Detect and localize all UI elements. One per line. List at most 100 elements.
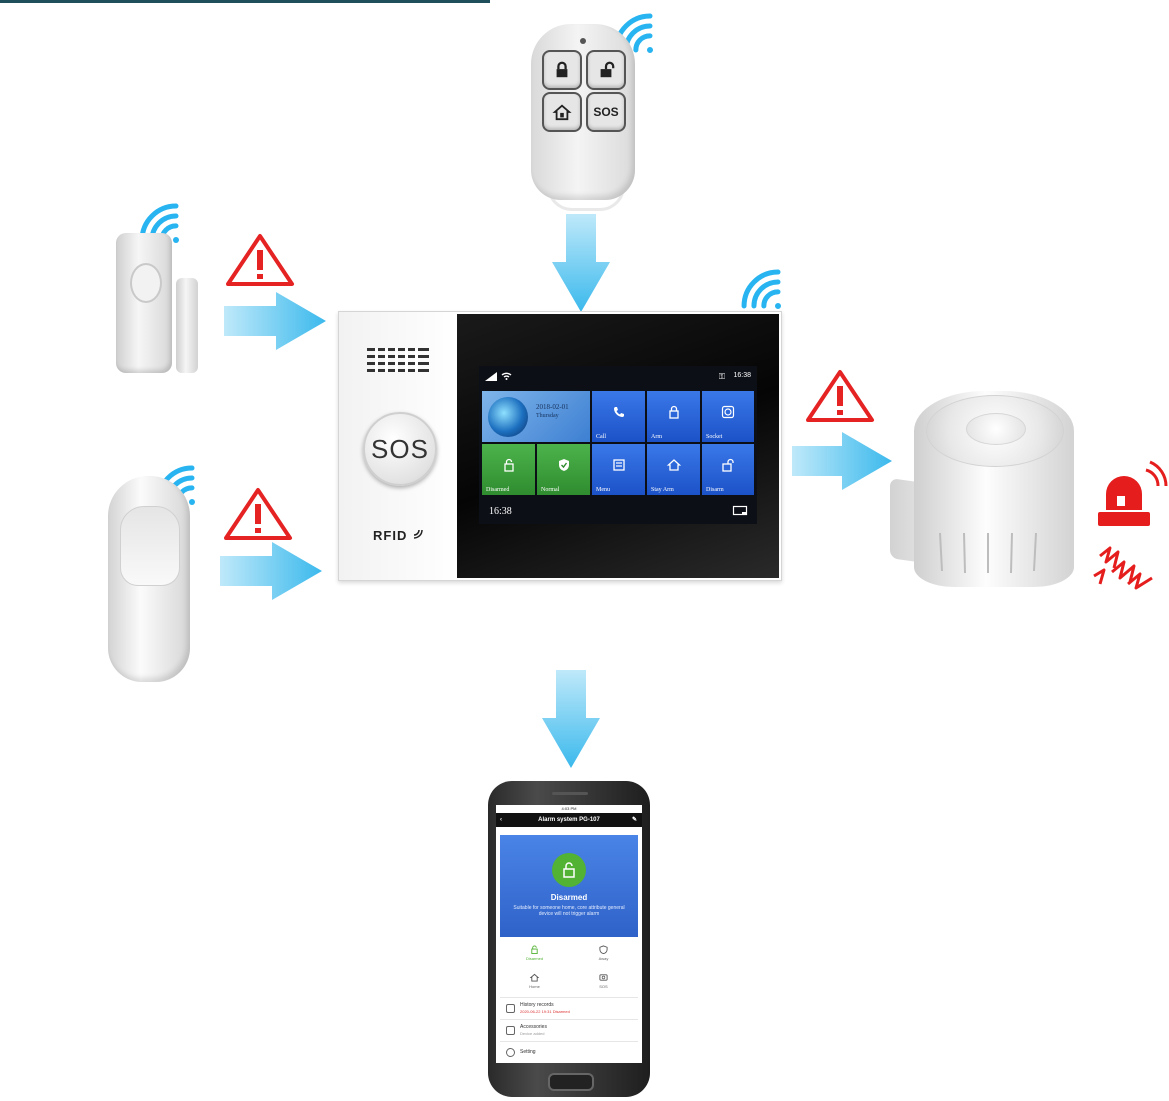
- home-icon: [529, 973, 540, 982]
- phone-status-title: Disarmed: [550, 893, 588, 902]
- mode-label: SOS: [599, 984, 608, 989]
- tile-socket[interactable]: Socket: [701, 390, 755, 443]
- tile-disarm[interactable]: Disarm: [701, 443, 755, 496]
- signal-icon: [485, 372, 497, 381]
- accessories-subtitle: Device added: [520, 1031, 545, 1036]
- warning-icon-pir: [224, 488, 292, 540]
- phone-app-title: Alarm system PG-107: [538, 817, 600, 823]
- phone-history-row[interactable]: History records 2020-06-22 19:31 Disarme…: [500, 997, 638, 1020]
- arrow-pir-to-panel: [220, 542, 322, 600]
- screen-clock: 16:38: [489, 506, 512, 517]
- phone-icon: [613, 407, 624, 418]
- lock-icon: [556, 61, 568, 78]
- screen-status-bar: ⚿ 16:38: [479, 366, 757, 388]
- arrow-door-to-panel: [224, 292, 326, 350]
- screen-tiles: 2018-02-01 Thursday Call Arm Socket: [481, 390, 755, 496]
- back-chevron-icon[interactable]: ‹: [500, 817, 502, 823]
- door-sensor-main: [116, 233, 172, 373]
- history-title: History records: [520, 1002, 554, 1008]
- key-icon: ⚿: [718, 372, 725, 381]
- phone-status-desc: Suitable for someone home, core attribut…: [513, 905, 625, 917]
- mode-label: Home: [529, 984, 540, 989]
- edit-icon[interactable]: ✎: [631, 817, 637, 823]
- rfid-wave-icon: [413, 529, 423, 539]
- panel-sos-button[interactable]: SOS: [363, 412, 437, 486]
- phone-status-card: Disarmed Suitable for someone home, core…: [500, 835, 638, 937]
- tile-call[interactable]: Call: [591, 390, 646, 443]
- phone-mode-home[interactable]: Home: [500, 969, 569, 995]
- tile-menu[interactable]: Menu: [591, 443, 646, 496]
- globe-icon: [488, 397, 528, 437]
- top-strip: [0, 0, 490, 3]
- phone-setting-row[interactable]: Setting: [500, 1041, 638, 1063]
- unlock-icon: [531, 945, 538, 954]
- screen-date: 2018-02-01: [536, 403, 569, 411]
- warning-icon-door: [226, 234, 294, 286]
- tile-disarmed[interactable]: Disarmed: [481, 443, 536, 496]
- pir-body: [108, 476, 190, 682]
- phone-home-button[interactable]: [548, 1073, 594, 1091]
- arrow-remote-to-panel: [552, 214, 610, 312]
- tile-stay-arm[interactable]: Stay Arm: [646, 443, 701, 496]
- tile-label: Disarmed: [486, 487, 510, 493]
- phone-screen: 4:03 PM ‹ Alarm system PG-107 ✎ Disarmed…: [496, 805, 642, 1063]
- arrow-panel-to-siren: [792, 432, 892, 490]
- smartphone: 4:03 PM ‹ Alarm system PG-107 ✎ Disarmed…: [488, 781, 650, 1097]
- phone-mode-disarmed[interactable]: Disarmed: [500, 941, 569, 967]
- lock-icon: [668, 406, 679, 420]
- unlock-icon: [503, 459, 514, 473]
- siren-cap: [966, 413, 1026, 445]
- bell-icon: [506, 1004, 515, 1013]
- tile-label: Disarm: [706, 487, 724, 493]
- pir-motion-sensor: [108, 476, 190, 682]
- wifi-icon-panel: [741, 269, 781, 309]
- tile-label: Stay Arm: [651, 487, 674, 493]
- shield-icon: [558, 459, 569, 472]
- home-icon: [666, 459, 681, 472]
- door-sensor-magnet: [176, 278, 198, 373]
- phone-mode-away[interactable]: Away: [569, 941, 638, 967]
- unlock-icon: [722, 459, 734, 473]
- phone-status-bar: 4:03 PM: [561, 806, 577, 811]
- tile-arm[interactable]: Arm: [646, 390, 701, 443]
- siren-light-icon: [1098, 460, 1168, 526]
- siren: [890, 383, 1080, 593]
- panel-screen-bezel: ⚿ 16:38 2018-02-01 Thursday Call Arm: [457, 314, 779, 578]
- phone-accessories-row[interactable]: Accessories Device added: [500, 1019, 638, 1042]
- phone-mode-sos[interactable]: SOS: [569, 969, 638, 995]
- sos-icon: [599, 974, 608, 981]
- speaker-grille: [367, 348, 429, 372]
- history-subtitle: 2020-06-22 19:31 Disarmed: [520, 1009, 570, 1014]
- siren-ribs: [939, 532, 1037, 574]
- menu-icon: [612, 459, 625, 472]
- unlock-icon: [600, 61, 615, 78]
- wifi-status-icon: [501, 372, 512, 380]
- screen-status-time: 16:38: [733, 372, 751, 379]
- socket-icon: [721, 406, 735, 419]
- remote-home-button[interactable]: [542, 92, 582, 132]
- monitor-icon[interactable]: [732, 505, 748, 517]
- remote-led: [580, 38, 586, 44]
- remote-sos-button[interactable]: SOS: [586, 92, 626, 132]
- tile-normal[interactable]: Normal: [536, 443, 591, 496]
- pir-lens: [120, 506, 180, 586]
- tile-label: Normal: [541, 487, 560, 493]
- remote-control: SOS: [531, 24, 635, 211]
- warning-icon-siren: [806, 370, 874, 422]
- accessories-title: Accessories: [520, 1024, 547, 1030]
- unlock-icon: [563, 862, 575, 878]
- phone-disarm-lock[interactable]: [552, 853, 586, 887]
- shield-icon: [599, 945, 608, 955]
- gear-icon: [506, 1048, 515, 1057]
- home-icon: [552, 104, 572, 121]
- remote-arm-button[interactable]: [542, 50, 582, 90]
- arrow-panel-to-phone: [542, 670, 600, 768]
- remote-disarm-button[interactable]: [586, 50, 626, 90]
- sound-burst-icon: [1093, 546, 1153, 590]
- phone-app-header: ‹ Alarm system PG-107 ✎: [496, 813, 642, 827]
- tile-label: Arm: [651, 434, 662, 440]
- tile-label: Socket: [706, 434, 723, 440]
- setting-title: Setting: [520, 1049, 536, 1055]
- mode-label: Disarmed: [525, 956, 544, 961]
- door-sensor-button: [130, 263, 162, 303]
